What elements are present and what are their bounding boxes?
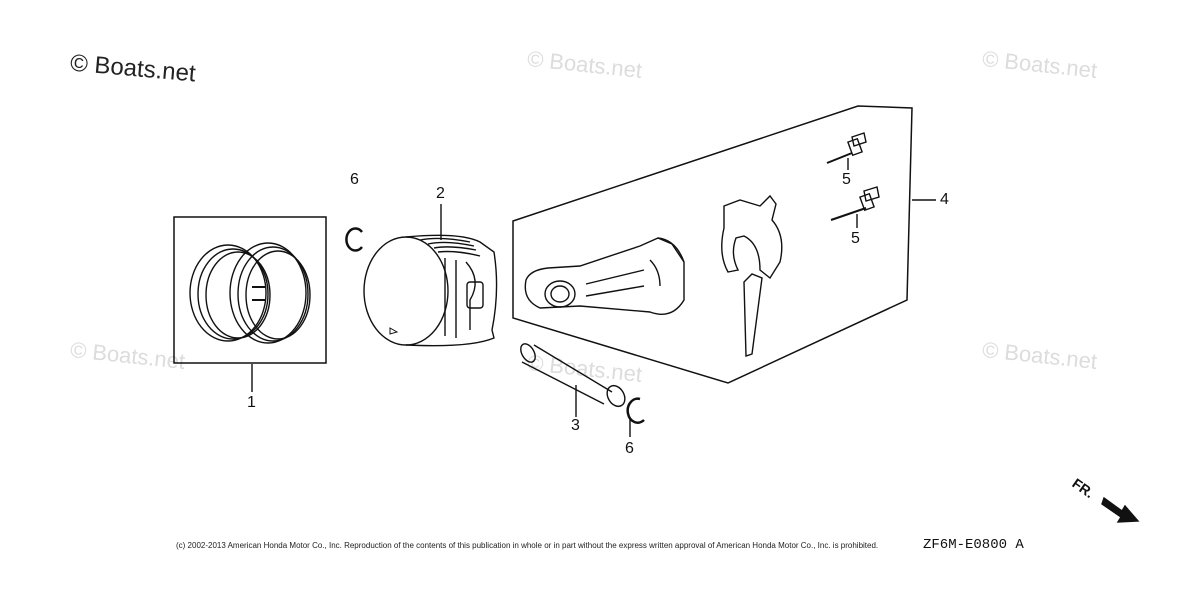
- piston-pin-clip-upper[interactable]: [345, 227, 363, 252]
- front-direction-arrow: [1101, 496, 1140, 523]
- rod-bolt-lower[interactable]: [830, 186, 880, 221]
- callout-1[interactable]: 1: [247, 394, 256, 411]
- callout-5[interactable]: 5: [842, 171, 851, 188]
- connecting-rod-assembly[interactable]: [512, 105, 913, 384]
- rod-bolt-upper[interactable]: [826, 132, 867, 164]
- copyright-notice: (c) 2002-2013 American Honda Motor Co., …: [176, 541, 879, 550]
- piston-pin[interactable]: [518, 341, 629, 409]
- callout-2[interactable]: 2: [436, 185, 445, 202]
- callout-5[interactable]: 5: [851, 230, 860, 247]
- callout-3[interactable]: 3: [571, 417, 580, 434]
- callout-6[interactable]: 6: [350, 171, 359, 188]
- callout-6[interactable]: 6: [625, 440, 634, 457]
- piston-ring-set[interactable]: [173, 216, 327, 364]
- piston[interactable]: [363, 234, 498, 347]
- callout-4[interactable]: 4: [940, 191, 949, 208]
- diagram-code: ZF6M-E0800 A: [923, 537, 1024, 553]
- piston-pin-clip-lower[interactable]: [626, 397, 645, 424]
